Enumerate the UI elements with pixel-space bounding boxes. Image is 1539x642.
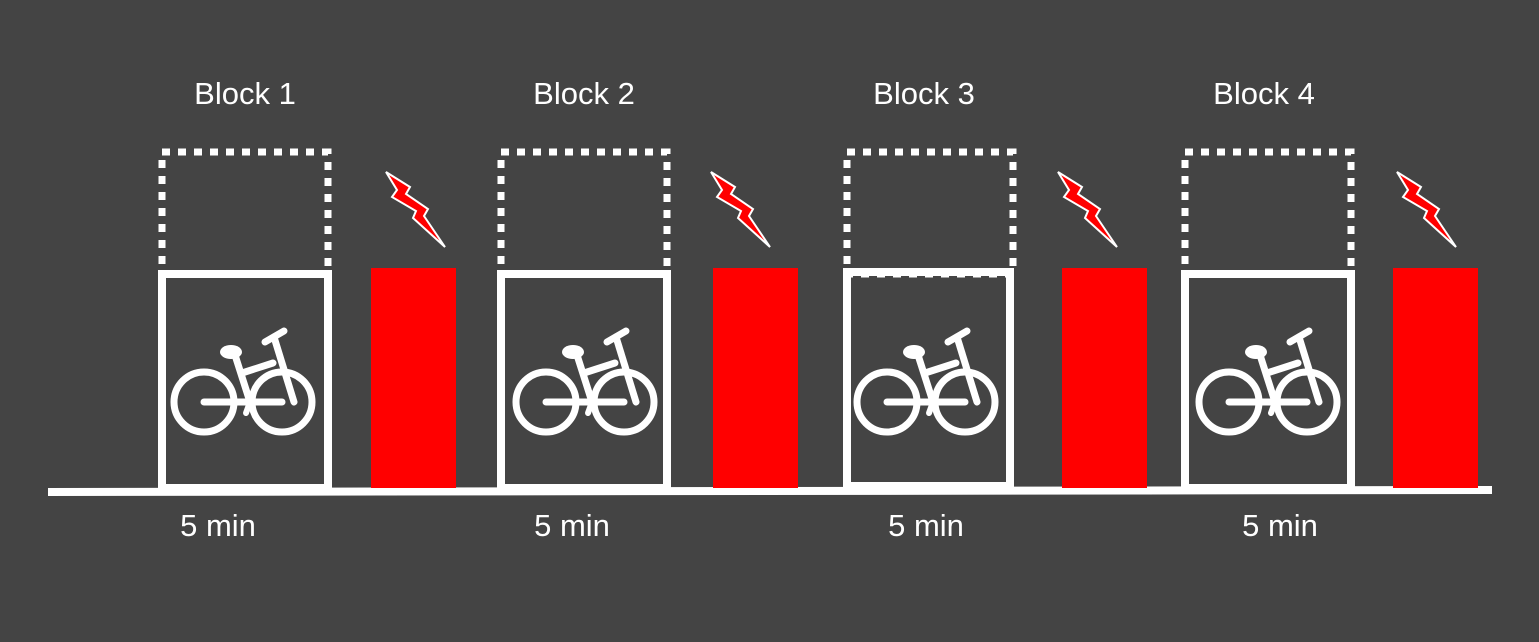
block-4-rest-bar [1393,268,1478,488]
block-2-rest-bar [713,268,798,488]
bicycle-icon [1199,331,1337,432]
block-3-group [843,148,1147,490]
block-2-group [497,148,798,492]
block-1-exercise-box [158,270,332,492]
lightning-bolt-icon [1057,171,1118,248]
lightning-bolt-icon [1396,171,1457,248]
block-2-dotted-frame [497,148,671,278]
block-3-rest-bar [1062,268,1147,488]
lightning-bolt-icon [385,171,446,248]
block-3-exercise-box [843,268,1014,490]
block-1-rest-bar [371,268,456,488]
bicycle-icon [174,331,312,432]
block-3-dotted-frame [843,148,1017,278]
block-2-duration: 5 min [534,508,610,543]
bicycle-icon [516,331,654,432]
block-4-dotted-frame [1181,148,1355,278]
block-1-title: Block 1 [194,76,296,111]
block-4-group [1181,148,1478,492]
block-3-duration: 5 min [888,508,964,543]
block-4-exercise-box [1181,270,1355,492]
lightning-bolt-icon [710,171,771,248]
bicycle-icon [857,331,995,432]
block-2-title: Block 2 [533,76,635,111]
block-1-duration: 5 min [180,508,256,543]
block-4-title: Block 4 [1213,76,1315,111]
block-4-duration: 5 min [1242,508,1318,543]
block-3-title: Block 3 [873,76,975,111]
block-1-group [158,148,456,492]
block-2-exercise-box [497,270,671,492]
block-1-dotted-frame [158,148,332,278]
